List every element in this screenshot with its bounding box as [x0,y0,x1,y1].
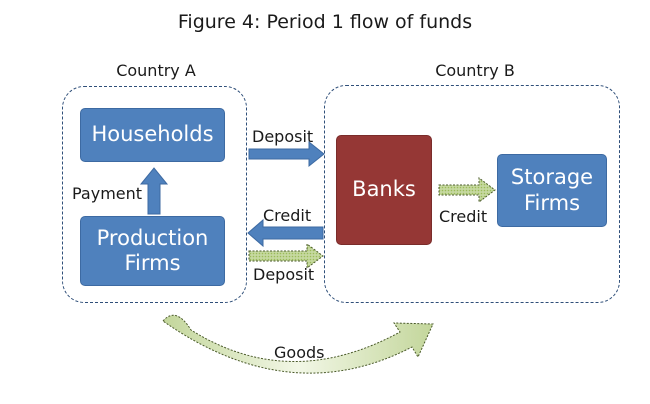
deposit-label-top: Deposit [252,127,314,146]
households-node: Households [80,108,225,162]
payment-label: Payment [72,184,143,203]
goods-arrow [162,314,434,374]
deposit-arrow-bottom [248,243,324,269]
storage-firms-node: Storage Firms [497,154,607,227]
country-b-region [324,85,620,303]
production-firms-node: Production Firms [80,216,225,286]
credit-arrow-left [247,218,324,248]
deposit-label-bottom: Deposit [253,265,315,284]
banks-node: Banks [336,135,432,245]
country-a-label: Country A [116,61,196,80]
country-b-label: Country B [435,61,515,80]
deposit-arrow-top [248,140,325,168]
credit-arrow-right [438,177,496,203]
figure-title: Figure 4: Period 1 flow of funds [177,11,473,33]
credit-label-right: Credit [439,207,488,226]
country-a-region [62,86,247,303]
goods-label: Goods [274,343,325,362]
payment-arrow [139,167,169,215]
credit-label-left: Credit [263,206,312,225]
